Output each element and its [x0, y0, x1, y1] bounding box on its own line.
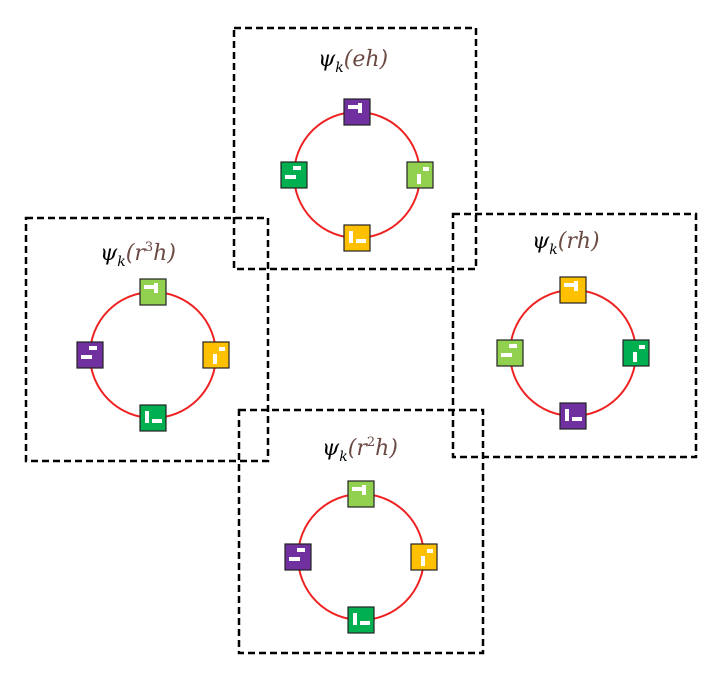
panel-frame [24, 216, 270, 463]
tile-bottom-green [347, 606, 375, 634]
tile-left-green [280, 161, 308, 189]
tile-mark [417, 174, 421, 184]
tile-mark [89, 346, 97, 350]
tile-square [139, 278, 167, 306]
label-open-paren: ( [348, 436, 357, 461]
label-subscript: k [339, 449, 347, 465]
label-close-paren: ) [590, 229, 600, 254]
tile-bottom-green [139, 404, 167, 432]
tile-mark [144, 285, 154, 289]
label-subscript: k [117, 254, 125, 270]
tile-left-purple [76, 341, 104, 369]
label-exponent: 2 [367, 435, 375, 450]
tile-mark [572, 417, 582, 421]
orbit-circle [293, 111, 421, 239]
panel-frame [232, 26, 478, 271]
tile-mark [152, 419, 162, 423]
tile-right-yellow [410, 543, 438, 571]
tile-mark [509, 344, 517, 348]
tile-square [347, 606, 375, 634]
label-subscript: k [335, 60, 343, 76]
orbit-circle [509, 289, 637, 417]
tile-mark [213, 354, 217, 364]
tile-mark [574, 281, 578, 291]
tile-right-green [622, 339, 650, 367]
tile-mark [352, 487, 362, 491]
panel-r3h: ψk(r3h) [24, 216, 270, 463]
tile-bottom-purple [559, 402, 587, 430]
label-argument: rh [566, 229, 591, 254]
panel-frame [451, 212, 698, 459]
tile-mark [293, 166, 301, 170]
tile-mark [349, 231, 353, 243]
panel-label: ψk(r3h) [100, 240, 176, 270]
tile-mark [81, 355, 92, 359]
panel-frame [237, 408, 485, 655]
tile-top-light-green [139, 278, 167, 306]
tile-top-purple [343, 98, 371, 126]
label-open-paren: ( [344, 47, 353, 72]
tile-square [559, 402, 587, 430]
panel-label: ψk(r2h) [322, 435, 398, 465]
label-argument: eh [352, 47, 379, 72]
panel-r2h: ψk(r2h) [237, 408, 485, 655]
tile-square [347, 480, 375, 508]
label-symbol: ψ [532, 229, 550, 254]
tile-mark [362, 485, 366, 495]
tile-top-yellow [559, 276, 587, 304]
tile-square [343, 224, 371, 252]
tile-mark [633, 352, 637, 362]
label-symbol: ψ [318, 47, 336, 72]
tile-mark [358, 103, 362, 113]
tile-mark [427, 549, 433, 553]
label-open-paren: ( [558, 229, 567, 254]
tile-mark [289, 557, 300, 561]
tile-square [139, 404, 167, 432]
tile-mark [353, 613, 357, 625]
label-argument: r [134, 241, 146, 266]
orbit-circle [89, 291, 217, 419]
tile-left-light-green [496, 339, 524, 367]
panel-label: ψk(eh) [318, 47, 388, 76]
label-symbol: ψ [100, 241, 118, 266]
tile-mark [219, 347, 225, 351]
label-close-paren: ) [379, 47, 389, 72]
tile-top-light-green [347, 480, 375, 508]
tile-mark [145, 411, 149, 423]
label-exponent: 3 [145, 240, 153, 255]
label-argument-tail: h [375, 436, 389, 461]
tile-right-yellow [202, 341, 230, 369]
tile-bottom-yellow [343, 224, 371, 252]
label-argument-tail: h [153, 241, 167, 266]
tile-left-purple [284, 543, 312, 571]
label-symbol: ψ [322, 436, 340, 461]
tile-mark [360, 621, 370, 625]
tile-square [343, 98, 371, 126]
tile-mark [348, 105, 358, 109]
orbit-circle [297, 493, 425, 621]
tile-square [559, 276, 587, 304]
tile-mark [154, 283, 158, 293]
tile-mark [564, 283, 574, 287]
label-close-paren: ) [166, 241, 176, 266]
tile-mark [639, 345, 645, 349]
tile-mark [356, 239, 366, 243]
tile-mark [421, 556, 425, 566]
panel-rh: ψk(rh) [451, 212, 698, 459]
tile-right-light-green [406, 161, 434, 189]
panel-eh: ψk(eh) [232, 26, 478, 271]
tile-mark [285, 175, 296, 179]
tile-mark [423, 167, 429, 171]
label-argument: r [356, 436, 368, 461]
tile-mark [565, 409, 569, 421]
tile-mark [501, 353, 512, 357]
tile-mark [297, 548, 305, 552]
label-close-paren: ) [388, 436, 398, 461]
label-open-paren: ( [126, 241, 135, 266]
panel-label: ψk(rh) [532, 229, 600, 258]
label-subscript: k [549, 242, 557, 258]
